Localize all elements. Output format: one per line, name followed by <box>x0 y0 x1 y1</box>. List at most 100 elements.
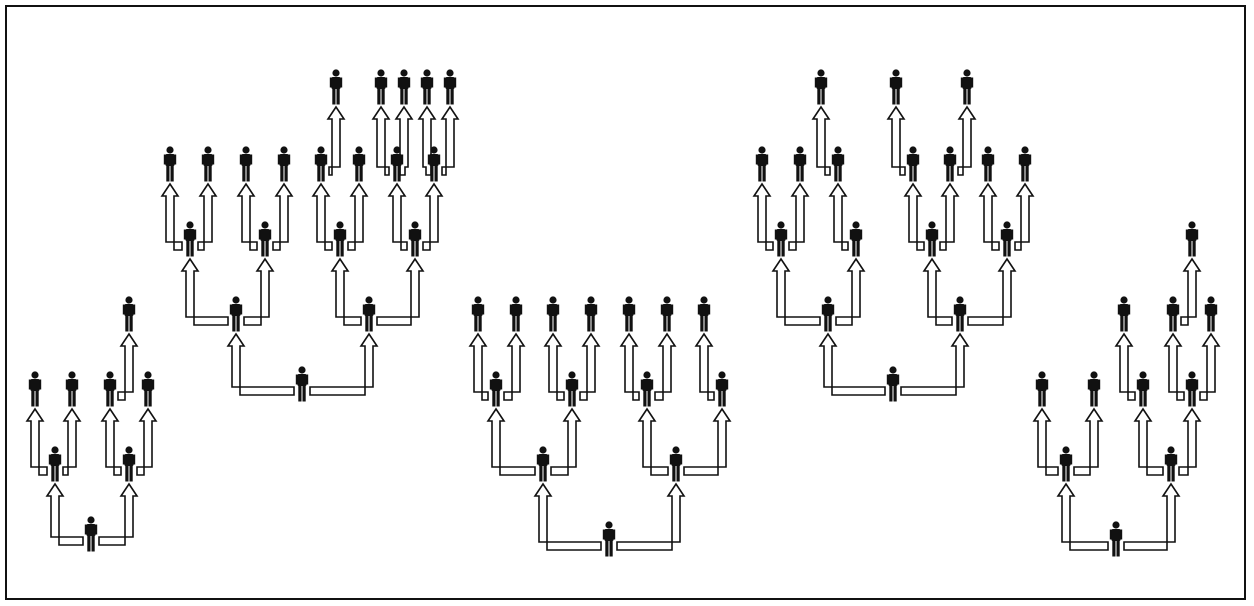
person-icon <box>584 296 598 332</box>
diagram-frame <box>5 5 1246 600</box>
person-icon <box>831 146 845 182</box>
branch-arrow-icon <box>311 182 333 251</box>
branch-arrow-icon <box>160 182 183 251</box>
person-icon <box>229 296 243 332</box>
root-person-icon <box>602 521 616 557</box>
person-icon <box>48 446 62 482</box>
person-icon <box>374 69 388 105</box>
branch-arrow-icon <box>550 407 582 476</box>
branch-arrow-icon <box>1133 407 1164 476</box>
person-icon <box>329 69 343 105</box>
branch-arrow-icon <box>654 332 677 401</box>
person-icon <box>201 146 215 182</box>
branch-arrow-icon <box>330 257 362 326</box>
branch-arrow-icon <box>1199 332 1221 401</box>
person-icon <box>1000 221 1014 257</box>
branch-arrow-icon <box>100 407 122 476</box>
branch-arrow-icon <box>226 332 295 396</box>
branch-arrow-icon <box>1032 407 1059 476</box>
person-icon <box>141 371 155 407</box>
branch-arrow-icon <box>1056 482 1109 551</box>
person-icon <box>755 146 769 182</box>
branch-arrow-icon <box>619 332 640 401</box>
branch-arrow-icon <box>1180 257 1202 326</box>
person-icon <box>1018 146 1032 182</box>
branch-arrow-icon <box>422 182 444 251</box>
branch-arrow-icon <box>387 182 408 251</box>
person-icon <box>1087 371 1101 407</box>
tree-4 <box>752 69 1035 402</box>
person-icon <box>546 296 560 332</box>
person-icon <box>1166 296 1180 332</box>
branch-arrow-icon <box>326 105 346 176</box>
tree-3 <box>468 296 732 557</box>
branch-arrow-icon <box>62 407 82 476</box>
person-icon <box>669 446 683 482</box>
tree-5 <box>1032 221 1221 557</box>
branch-arrow-icon <box>376 257 425 326</box>
branch-arrow-icon <box>811 105 831 176</box>
person-icon <box>814 69 828 105</box>
branch-arrow-icon <box>886 105 906 176</box>
branch-arrow-icon <box>197 182 218 251</box>
branch-arrow-icon <box>180 257 229 326</box>
person-icon <box>362 296 376 332</box>
branch-arrow-icon <box>347 182 369 251</box>
branch-arrow-icon <box>533 482 602 551</box>
person-icon <box>925 221 939 257</box>
person-icon <box>1035 371 1049 407</box>
branch-arrow-icon <box>1163 332 1185 401</box>
branch-arrow-icon <box>771 257 821 326</box>
person-icon <box>889 69 903 105</box>
branch-arrow-icon <box>788 182 810 251</box>
person-icon <box>906 146 920 182</box>
person-icon <box>471 296 485 332</box>
branch-arrow-icon <box>543 332 565 401</box>
branch-arrow-icon <box>835 257 866 326</box>
root-person-icon <box>84 516 98 552</box>
person-icon <box>943 146 957 182</box>
branch-arrow-icon <box>25 407 48 476</box>
person-icon <box>953 296 967 332</box>
person-icon <box>397 69 411 105</box>
person-icon <box>420 69 434 105</box>
person-icon <box>122 296 136 332</box>
branch-arrow-icon <box>309 332 379 396</box>
branch-arrow-icon <box>694 332 715 401</box>
person-icon <box>183 221 197 257</box>
branch-arrow-icon <box>637 407 669 476</box>
person-icon <box>408 221 422 257</box>
root-person-icon <box>295 366 309 402</box>
branch-arrow-icon <box>117 332 139 401</box>
person-icon <box>697 296 711 332</box>
person-icon <box>103 371 117 407</box>
person-icon <box>981 146 995 182</box>
branch-arrow-icon <box>818 332 886 396</box>
branch-arrow-icon <box>616 482 686 551</box>
person-icon <box>1185 221 1199 257</box>
person-icon <box>489 371 503 407</box>
person-icon <box>960 69 974 105</box>
person-icon <box>849 221 863 257</box>
branch-arrow-icon <box>1178 407 1202 476</box>
person-icon <box>640 371 654 407</box>
branch-arrow-icon <box>903 182 925 251</box>
person-icon <box>509 296 523 332</box>
branch-arrow-icon <box>1014 182 1035 251</box>
person-icon <box>565 371 579 407</box>
person-icon <box>536 446 550 482</box>
branch-arrow-icon <box>371 105 391 176</box>
branch-arrow-icon <box>752 182 774 251</box>
branch-arrow-icon <box>468 332 489 401</box>
person-icon <box>122 446 136 482</box>
person-icon <box>774 221 788 257</box>
person-icon <box>793 146 807 182</box>
branch-arrow-icon <box>922 257 953 326</box>
branch-arrow-icon <box>486 407 536 476</box>
branch-arrow-icon <box>1114 332 1136 401</box>
person-icon <box>660 296 674 332</box>
person-icon <box>1059 446 1073 482</box>
branch-arrow-icon <box>579 332 601 401</box>
person-icon <box>1117 296 1131 332</box>
